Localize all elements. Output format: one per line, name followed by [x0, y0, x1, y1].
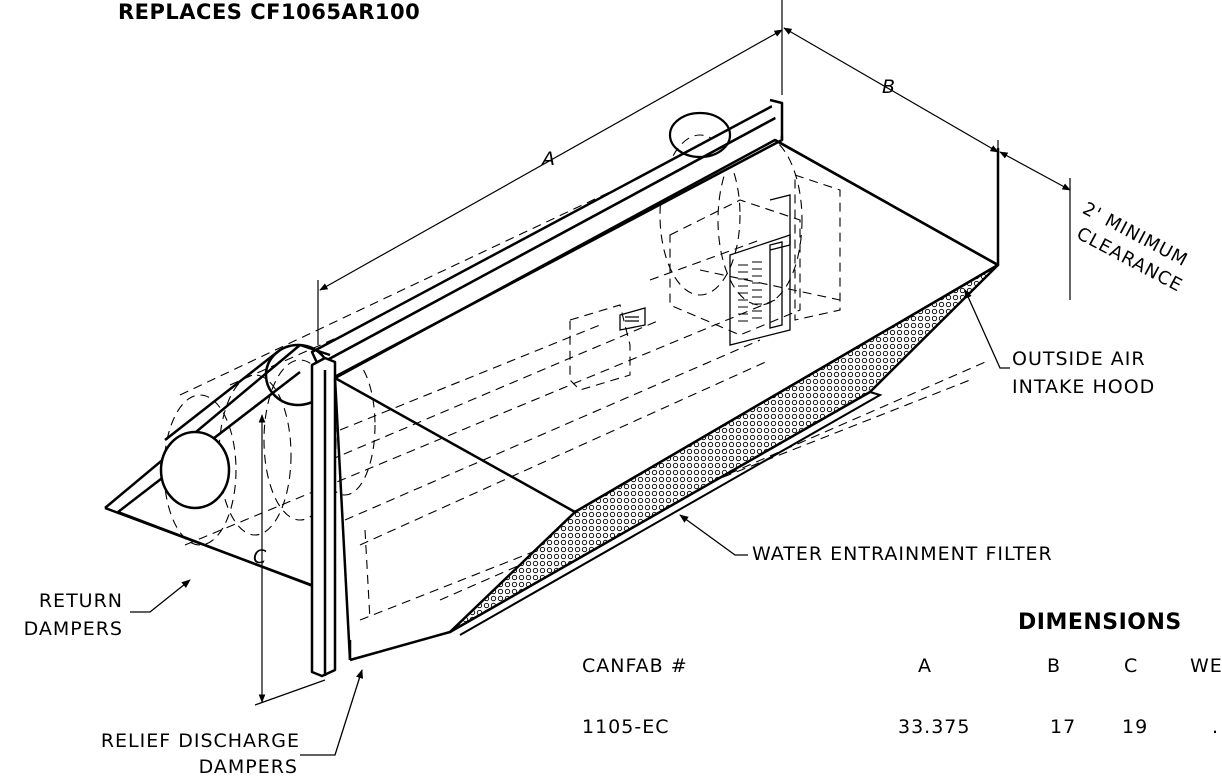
- table-cell-b: 17: [1050, 716, 1077, 738]
- table-header-weight: WE: [1190, 655, 1222, 677]
- outside-air-label-2: INTAKE HOOD: [1012, 376, 1156, 398]
- filter-mesh: [448, 263, 1000, 634]
- return-damper-hood: [104, 343, 332, 592]
- table-header-b: B: [1047, 655, 1062, 677]
- dimension-b-label: B: [882, 76, 897, 98]
- filter-lower-lip: [449, 390, 883, 636]
- dimension-a: [317, 0, 783, 345]
- dimension-clearance: [999, 151, 1071, 300]
- table-header-c: C: [1124, 655, 1139, 677]
- table-header-canfab: CANFAB #: [582, 655, 688, 677]
- leader-lines: [130, 289, 1010, 756]
- internal-components: [619, 194, 791, 346]
- replaces-note: REPLACES CF1065AR100: [118, 0, 421, 24]
- dimension-c: [254, 414, 326, 706]
- table-cell-weight: .: [1212, 716, 1220, 738]
- table-cell-c: 19: [1122, 716, 1149, 738]
- outside-air-label-1: OUTSIDE AIR: [1012, 348, 1146, 370]
- table-cell-model: 1105-EC: [582, 716, 670, 738]
- top-frame: [310, 98, 784, 384]
- relief-dampers-label-2: DAMPERS: [198, 756, 298, 778]
- return-dampers-label-1: RETURN: [38, 590, 123, 612]
- return-dampers-label-2: DAMPERS: [23, 618, 123, 640]
- dimension-a-label: A: [542, 148, 556, 170]
- dimension-c-label: C: [253, 546, 268, 568]
- table-cell-a: 33.375: [898, 716, 971, 738]
- relief-dampers-label-1: RELIEF DISCHARGE: [100, 730, 300, 752]
- dimensions-table-title: DIMENSIONS: [1018, 610, 1182, 635]
- front-frame-post: [310, 356, 337, 678]
- table-header-a: A: [918, 655, 932, 677]
- dimension-b: [783, 27, 999, 262]
- water-filter-label: WATER ENTRAINMENT FILTER: [752, 543, 1053, 565]
